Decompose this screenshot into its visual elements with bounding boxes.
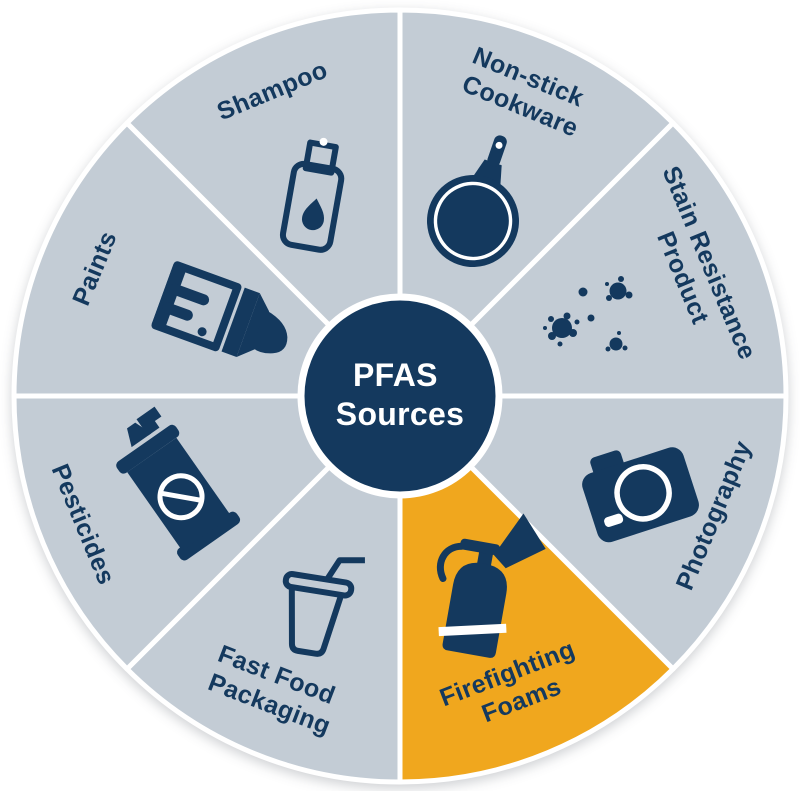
paint-brush-icon bbox=[151, 261, 288, 358]
cup-body bbox=[288, 587, 345, 657]
spray-nozzle bbox=[136, 406, 162, 436]
segment-stain-resistance-product bbox=[397, 120, 789, 399]
center-title: PFAS Sources bbox=[336, 357, 464, 432]
splat-dot bbox=[587, 314, 595, 322]
splat-small bbox=[605, 331, 628, 352]
camera-icon bbox=[582, 447, 699, 543]
frying-pan-icon bbox=[427, 135, 519, 267]
segment-photography bbox=[397, 393, 789, 672]
stain-splatter-icon bbox=[543, 276, 633, 352]
splat-large bbox=[543, 312, 580, 347]
shampoo-bottle-icon bbox=[279, 137, 345, 253]
segment-shampoo bbox=[124, 7, 403, 399]
prohibition-symbol bbox=[157, 473, 205, 521]
fire-extinguisher-icon bbox=[436, 513, 546, 658]
pan-ring bbox=[433, 181, 513, 261]
center-circle bbox=[297, 293, 503, 499]
brush-ferrule bbox=[221, 287, 260, 358]
splat-dot bbox=[578, 287, 588, 297]
segment-fast-food-packaging bbox=[124, 393, 403, 785]
segment-paints bbox=[11, 120, 403, 399]
lens-ring bbox=[614, 464, 672, 522]
splat-medium bbox=[605, 276, 633, 301]
extinguisher-hose bbox=[436, 542, 466, 583]
segment-non-stick-cookware bbox=[397, 7, 676, 399]
brush-handle bbox=[253, 310, 288, 354]
drink-cup-icon bbox=[282, 557, 365, 657]
extinguisher-horn bbox=[493, 513, 546, 569]
cup-straw bbox=[325, 557, 365, 581]
segment-firefighting-foams bbox=[397, 393, 676, 785]
drop-icon bbox=[301, 198, 325, 231]
spray-can-icon bbox=[116, 406, 241, 561]
